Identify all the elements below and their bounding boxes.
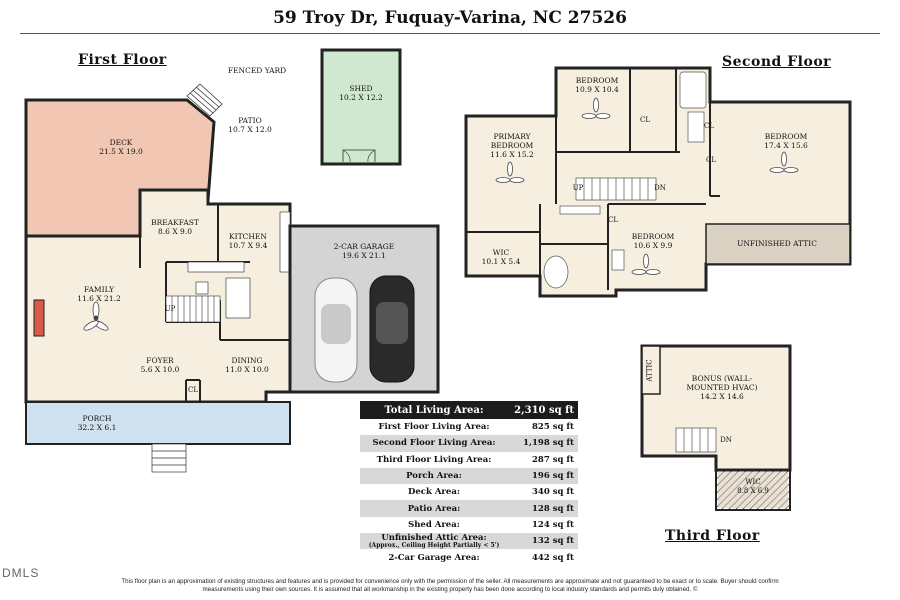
total-living-area-row: Total Living Area: 2,310 sq ft xyxy=(360,401,578,419)
first-floor-stairs xyxy=(165,295,221,323)
first-floor-closet-label: CL xyxy=(187,386,198,394)
deck-steps xyxy=(186,83,223,117)
second-floor-title: Second Floor xyxy=(722,54,832,70)
title-divider xyxy=(20,33,880,34)
third-floor-stairs xyxy=(675,427,717,453)
closet-label: CL xyxy=(607,216,618,224)
unfinished-attic-label: UNFINISHED ATTIC xyxy=(737,239,817,248)
fan-icon xyxy=(83,301,109,331)
second-floor-stairs xyxy=(575,177,657,201)
fan-icon xyxy=(495,161,525,183)
attic-nook xyxy=(641,345,661,395)
first-floor-up-label: UP xyxy=(164,305,176,313)
table-row: Unfinished Attic Area:(Approx., Ceiling … xyxy=(360,533,578,550)
black-car-icon xyxy=(369,275,415,383)
shed-area xyxy=(320,48,402,166)
chimney xyxy=(33,299,45,337)
table-row: Deck Area:340 sq ft xyxy=(360,484,578,501)
third-floor-title: Third Floor xyxy=(665,528,760,544)
white-car-icon xyxy=(314,277,358,383)
fenced-yard-label: FENCED YARD xyxy=(227,66,287,75)
bath-fixtures xyxy=(543,71,707,289)
table-row: Patio Area:128 sq ft xyxy=(360,500,578,517)
area-summary-table: Total Living Area: 2,310 sq ft First Flo… xyxy=(360,401,578,566)
kitchen-counters xyxy=(187,211,291,319)
closet-label: CL xyxy=(705,156,716,164)
fan-icon xyxy=(581,97,611,119)
second-floor-down-label: DN xyxy=(654,184,666,192)
fan-icon xyxy=(631,253,661,275)
table-row: Third Floor Living Area:287 sq ft xyxy=(360,451,578,468)
fan-icon xyxy=(769,151,799,173)
closet-label: CL xyxy=(639,116,650,124)
bonus-label: BONUS (WALL-MOUNTED HVAC)14.2 X 14.6 xyxy=(686,374,758,401)
closet-label: CL xyxy=(703,122,714,130)
watermark-logo: DMLS xyxy=(2,566,40,580)
attic-label: ATTIC xyxy=(645,359,654,382)
disclaimer-text: This floor plan is an approximation of e… xyxy=(121,578,779,593)
unfinished-attic-area xyxy=(705,223,851,265)
page-title: 59 Troy Dr, Fuquay-Varina, NC 27526 xyxy=(273,8,627,28)
table-row: First Floor Living Area:825 sq ft xyxy=(360,419,578,436)
table-row: 2-Car Garage Area:442 sq ft xyxy=(360,549,578,566)
porch-steps xyxy=(151,443,187,473)
second-floor-up-label: UP xyxy=(572,184,584,192)
table-row: Second Floor Living Area:1,198 sq ft xyxy=(360,435,578,452)
third-floor-down-label: DN xyxy=(720,436,732,444)
table-row: Porch Area:196 sq ft xyxy=(360,467,578,485)
first-floor-title: First Floor xyxy=(78,52,167,68)
table-row: Shed Area:124 sq ft xyxy=(360,516,578,534)
